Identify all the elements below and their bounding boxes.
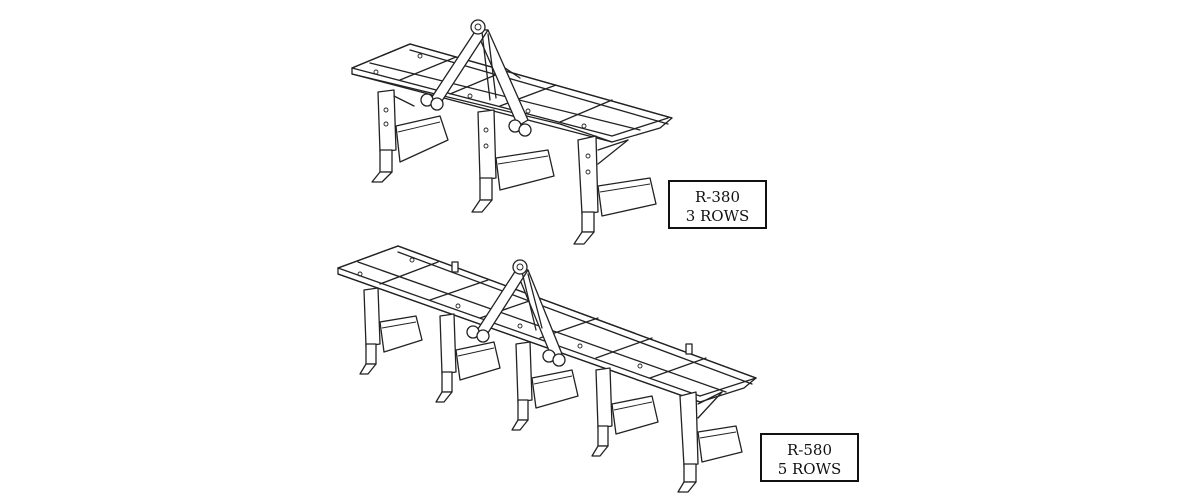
model-name: R-580: [787, 441, 832, 459]
three-point-hitch: [451, 259, 693, 367]
shank-1: [371, 89, 449, 183]
three-row-cultivator-drawing: [351, 19, 673, 245]
shank-2: [471, 109, 555, 213]
shank-2: [435, 313, 501, 403]
row-count: 5 ROWS: [777, 460, 842, 478]
model-label-r380: R-380 3 ROWS: [668, 180, 767, 229]
shank-5: [677, 391, 743, 493]
shank-4: [591, 367, 659, 457]
shank-3: [573, 135, 657, 245]
row-count: 3 ROWS: [685, 207, 750, 225]
five-row-cultivator-drawing: [337, 245, 757, 493]
model-label-r580: R-580 5 ROWS: [760, 433, 859, 482]
shank-3: [511, 341, 579, 431]
shank-1: [359, 287, 423, 375]
model-name: R-380: [695, 188, 740, 206]
three-point-hitch: [420, 19, 532, 137]
